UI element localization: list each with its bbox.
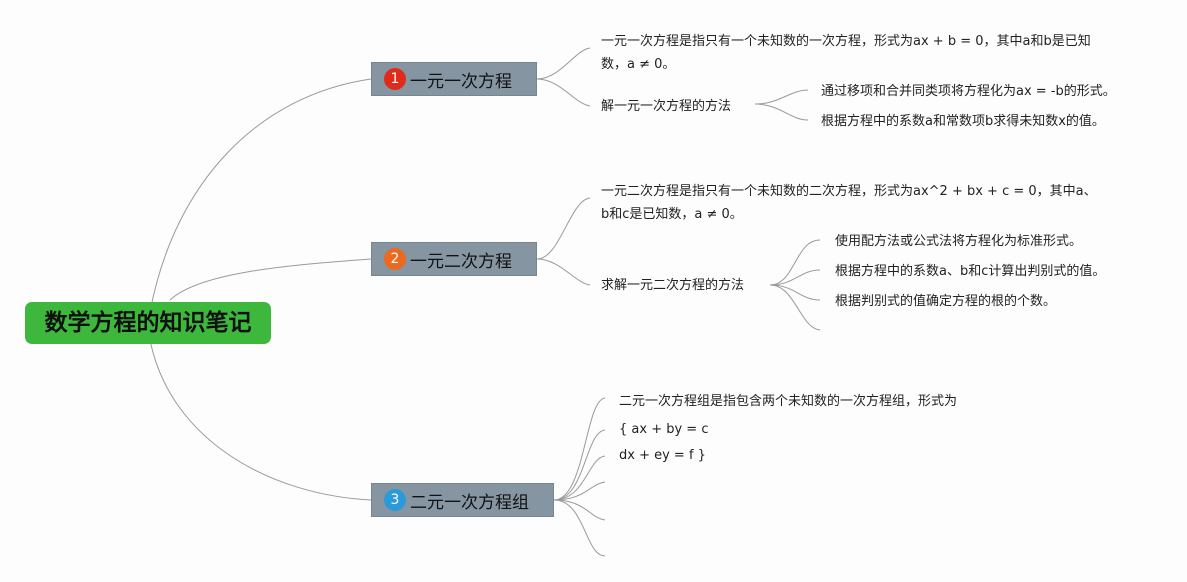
topic-1-method-step-1[interactable]: 通过移项和合并同类项将方程化为ax = -b的形式。: [821, 84, 1116, 99]
topic-3-line-2[interactable]: { ax + by = c: [619, 422, 709, 437]
link-method-2-step-2: [769, 269, 821, 286]
topic-node-3[interactable]: 3 二元一次方程组: [371, 483, 554, 517]
topic-2-method-step-2[interactable]: 根据方程中的系数a、b和c计算出判别式的值。: [835, 264, 1106, 279]
topic-2-method-label[interactable]: 求解一元二次方程的方法: [601, 278, 745, 293]
topic-label-3: 二元一次方程组: [410, 492, 529, 513]
link-method-2-step-1: [769, 239, 821, 286]
topic-3-line-3[interactable]: dx + ey = f }: [619, 448, 706, 463]
link-topic-2-method: [536, 258, 591, 286]
link-topic-3-line-3: [553, 455, 606, 501]
topic-3-line-1[interactable]: 二元一次方程组是指包含两个未知数的一次方程组，形式为: [619, 394, 958, 409]
link-topic-1-method: [536, 78, 591, 107]
topic-2-method-step-1[interactable]: 使用配方法或公式法将方程化为标准形式。: [835, 234, 1083, 249]
topic-1-method-label[interactable]: 解一元一次方程的方法: [601, 99, 732, 114]
topic-1-definition[interactable]: 一元一次方程是指只有一个未知数的一次方程，形式为ax + b = 0，其中a和b…: [601, 34, 1091, 72]
link-topic-1-definition: [536, 47, 591, 80]
number-badge-1: 1: [384, 68, 406, 90]
root-node[interactable]: 数学方程的知识笔记: [25, 302, 271, 344]
link-root-topic-3: [149, 339, 372, 501]
link-method-2-step-4: [769, 284, 821, 331]
link-root-topic-2: [169, 258, 372, 301]
link-root-topic-1: [149, 78, 372, 313]
number-badge-2: 2: [384, 248, 406, 270]
link-method-1-step-2: [754, 103, 809, 121]
link-topic-3-line-4: [553, 481, 606, 501]
topic-1-method-step-2[interactable]: 根据方程中的系数a和常数项b求得未知数x的值。: [821, 114, 1105, 129]
topic-label-2: 一元二次方程: [410, 251, 512, 272]
link-method-1-step-1: [754, 89, 809, 105]
topic-2-definition[interactable]: 一元二次方程是指只有一个未知数的二次方程，形式为ax^2 + bx + c = …: [601, 184, 1097, 222]
topic-node-2[interactable]: 2 一元二次方程: [371, 242, 537, 276]
link-topic-3-line-6: [553, 499, 606, 557]
number-badge-3: 3: [384, 489, 406, 511]
link-topic-3-line-2: [553, 429, 606, 501]
topic-node-1[interactable]: 1 一元一次方程: [371, 62, 537, 96]
topic-label-1: 一元一次方程: [410, 71, 512, 92]
link-topic-3-line-1: [553, 397, 606, 501]
topic-2-method-step-3[interactable]: 根据判别式的值确定方程的根的个数。: [835, 294, 1057, 309]
link-topic-2-definition: [536, 197, 591, 260]
link-method-2-step-3: [769, 284, 821, 301]
link-topic-3-line-5: [553, 499, 606, 521]
